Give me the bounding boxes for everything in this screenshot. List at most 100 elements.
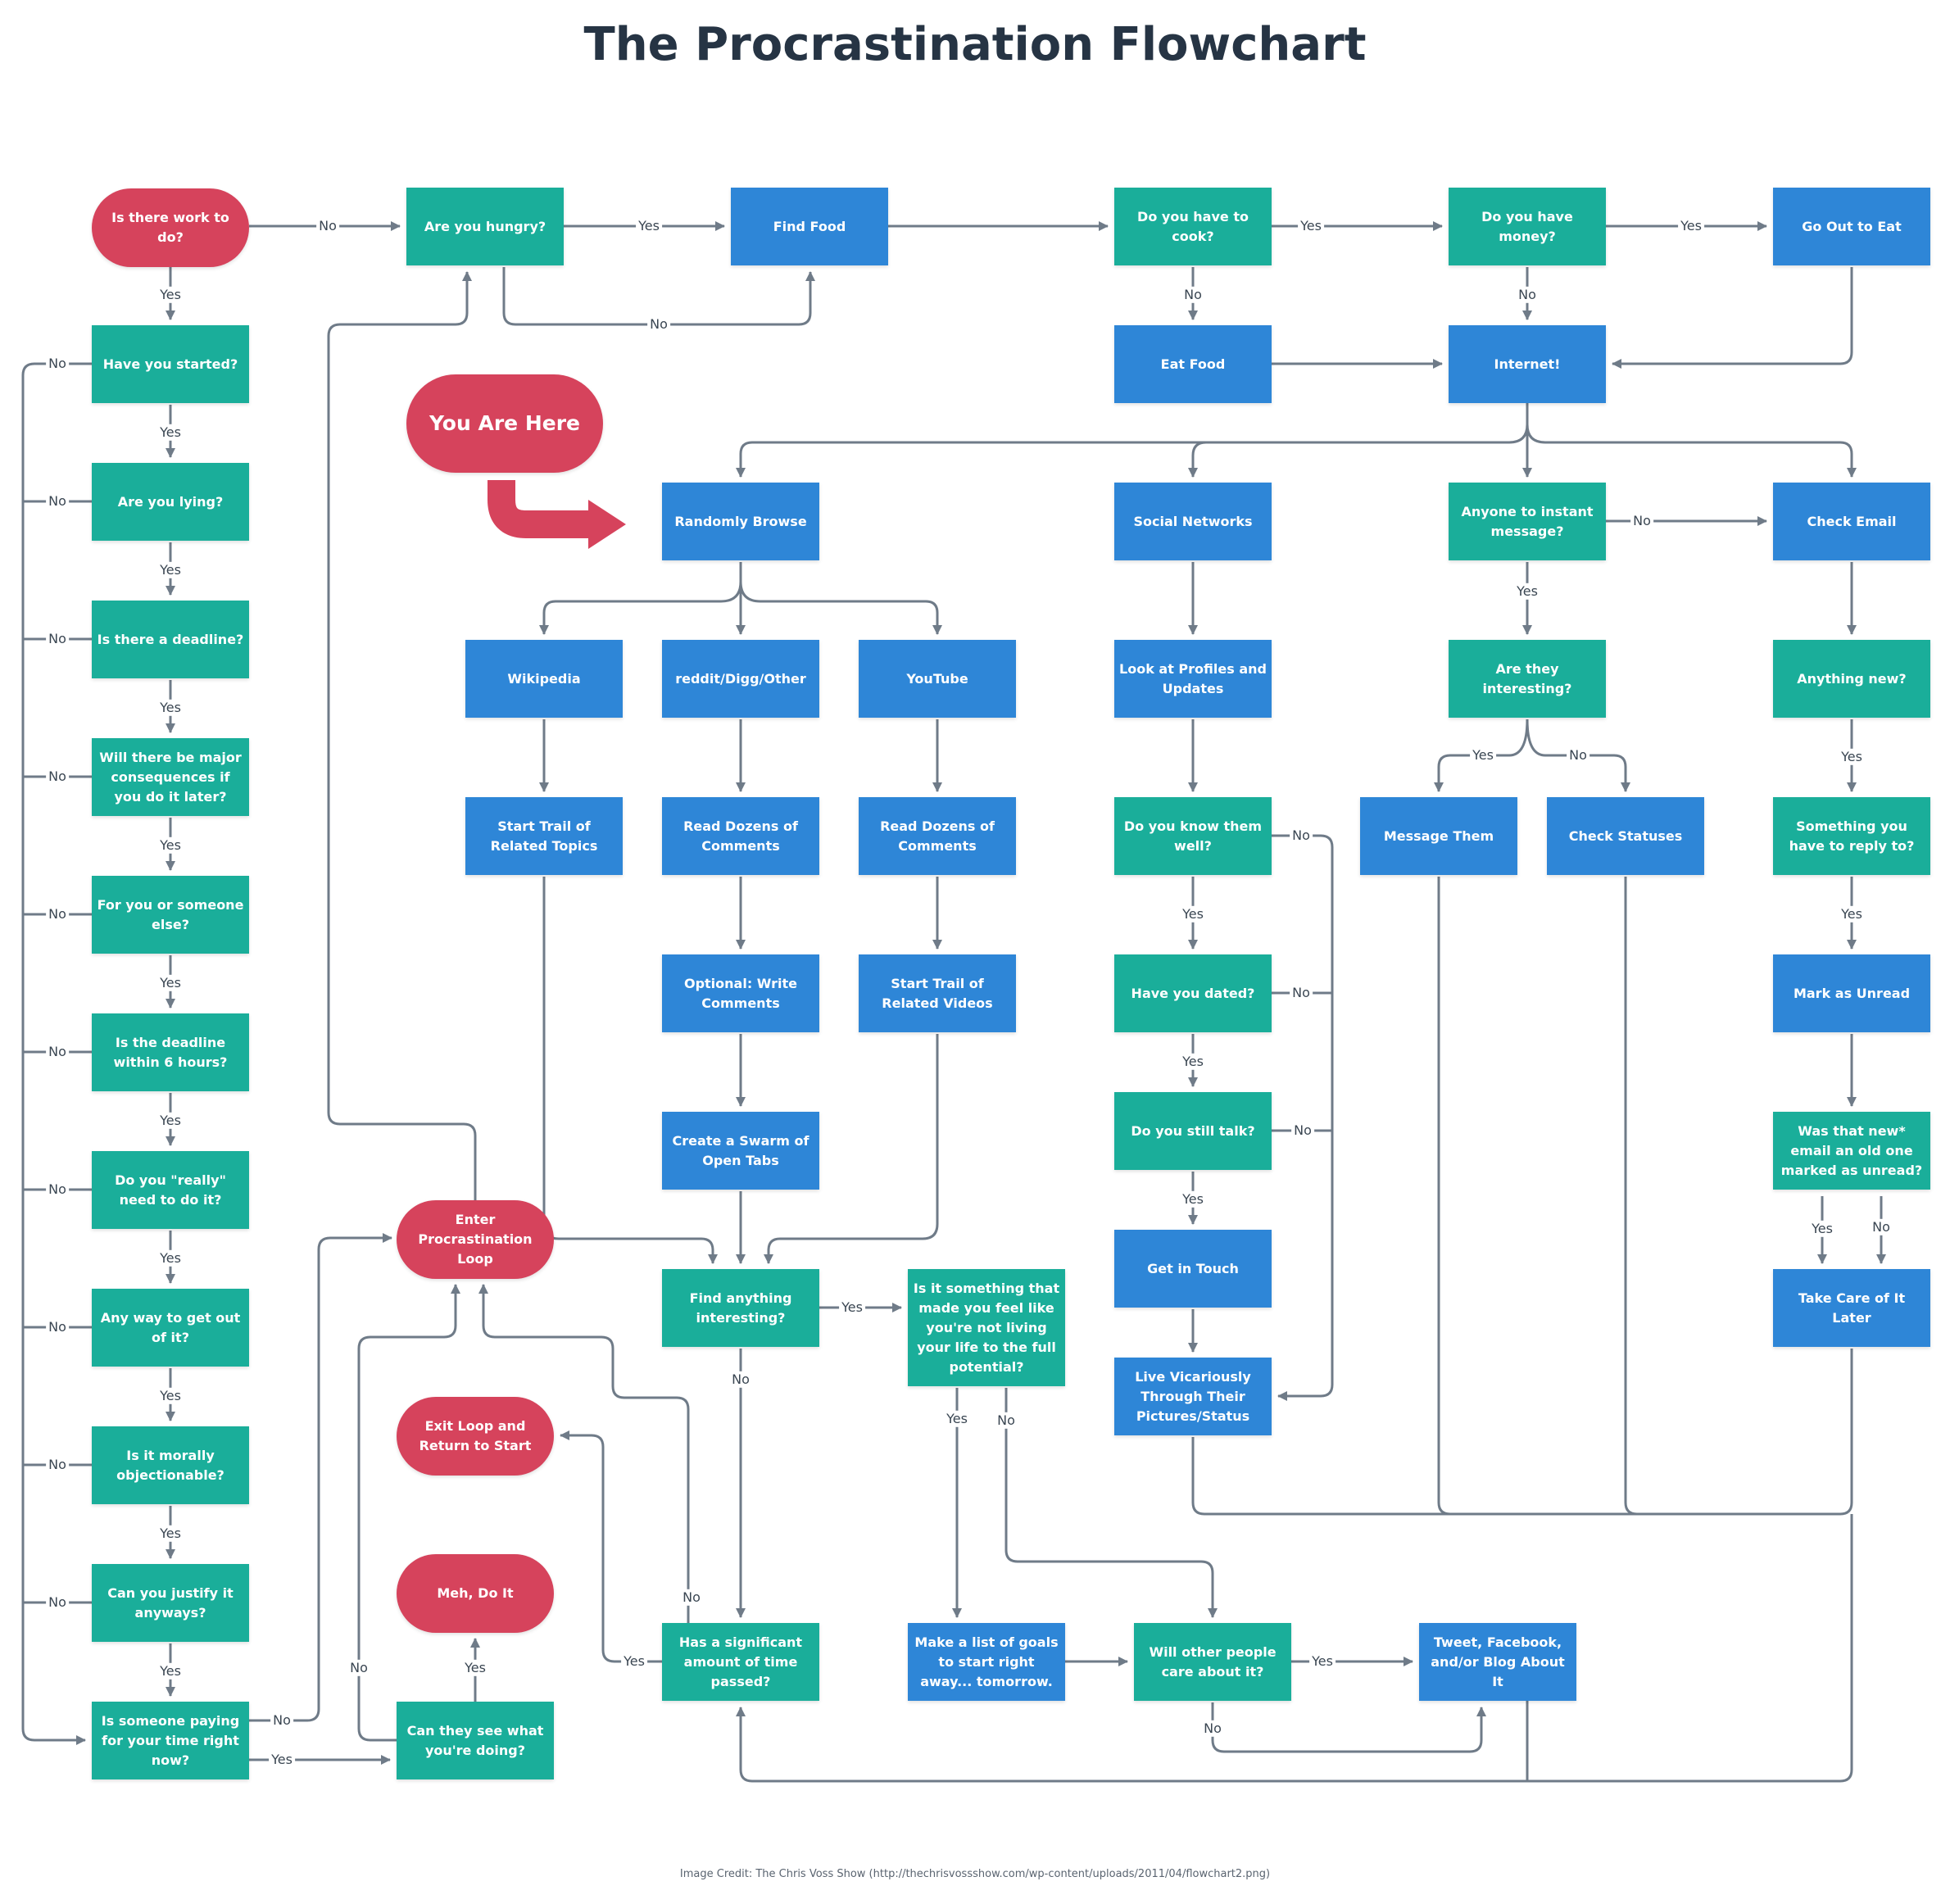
edge-label: No [729,1371,752,1389]
edge-label: Yes [157,1387,184,1405]
edge-label: No [1567,746,1589,764]
read-comments-youtube-action: Read Dozens of Comments [859,797,1016,875]
meh-do-it-terminal: Meh, Do It [397,1554,554,1633]
not-living-life-label: Is it something that made you feel like … [913,1280,1060,1375]
find-anything-interesting-label: Find anything interesting? [689,1290,792,1326]
hungry-label: Are you hungry? [424,218,546,234]
connector-line [1188,441,1207,478]
connector-line [1437,877,1451,1516]
still-talk-decision: Do you still talk? [1114,1092,1272,1170]
hungry-decision: Are you hungry? [406,188,564,265]
find-food-label: Find Food [773,218,846,234]
consequences-decision: Will there be major consequences if you … [92,738,249,816]
youtube-label: YouTube [906,670,968,687]
look-at-profiles-action: Look at Profiles and Updates [1114,640,1272,718]
connector-line [327,271,477,1200]
edge-label: No [46,492,69,510]
trail-related-topics-label: Start Trail of Related Topics [490,818,598,854]
edge-label: Yes [636,217,662,235]
edge-label: Yes [621,1652,647,1671]
other-people-care-decision: Will other people care about it? [1134,1623,1291,1701]
edge-label: Yes [1298,217,1324,235]
randomly-browse-action: Randomly Browse [662,483,819,560]
wikipedia-label: Wikipedia [507,670,581,687]
procrastination-loop-label: Enter Procrastination Loop [418,1212,533,1267]
find-anything-interesting-decision: Find anything interesting? [662,1269,819,1347]
connector-line [1434,719,1529,792]
swarm-of-tabs-action: Create a Swarm of Open Tabs [662,1112,819,1190]
reply-to-decision: Something you have to reply to? [1773,797,1930,875]
six-hours-decision: Is the deadline within 6 hours? [92,1013,249,1091]
wikipedia-action: Wikipedia [465,640,623,718]
reddit-action: reddit/Digg/Other [662,640,819,718]
someone-paying-decision: Is someone paying for your time right no… [92,1702,249,1779]
trail-related-videos-label: Start Trail of Related Videos [882,975,993,1011]
know-them-well-label: Do you know them well? [1123,818,1263,854]
edge-label: Yes [839,1299,865,1317]
find-food-action: Find Food [731,188,888,265]
have-you-dated-label: Have you dated? [1131,985,1255,1001]
connector-line [1612,267,1853,369]
image-credit: Image Credit: The Chris Voss Show (http:… [679,1868,1271,1880]
edge-label: Yes [157,424,184,442]
are-they-interesting-decision: Are they interesting? [1449,640,1606,718]
morally-objectionable-label: Is it morally objectionable? [116,1447,224,1483]
eat-food-action: Eat Food [1114,325,1272,403]
edge-label: Yes [1678,217,1704,235]
connector-line [542,877,718,1264]
edge-label: No [1870,1218,1893,1236]
connector-line [736,424,1529,478]
edge-label: No [1290,827,1313,845]
message-them-label: Message Them [1383,827,1494,844]
take-care-later-action: Take Care of It Later [1773,1269,1930,1347]
deadline-decision: Is there a deadline? [92,601,249,678]
edge-label: Yes [157,699,184,717]
know-them-well-decision: Do you know them well? [1114,797,1272,875]
edge-label: No [46,1456,69,1474]
edge-label: Yes [1470,746,1496,764]
time-passed-decision: Has a significant amount of time passed? [662,1623,819,1701]
edge-label: No [270,1711,293,1729]
cook-label: Do you have to cook? [1137,208,1249,244]
page-title: The Procrastination Flowchart [583,18,1367,71]
justify-label: Can you justify it anyways? [107,1584,234,1621]
look-at-profiles-label: Look at Profiles and Updates [1119,660,1267,696]
curved-red-arrow-icon [488,480,626,549]
edge-label: No [1516,286,1539,304]
connector-line [1624,877,1638,1516]
get-out-label: Any way to get out of it? [100,1309,241,1345]
list-of-goals-action: Make a list of goals to start right away… [908,1623,1065,1701]
get-out-decision: Any way to get out of it? [92,1289,249,1367]
edge-label: Yes [1180,1190,1206,1208]
someone-paying-label: Is someone paying for your time right no… [101,1712,240,1768]
edge-label: No [46,905,69,923]
justify-decision: Can you justify it anyways? [92,1564,249,1642]
edge-label: Yes [157,1249,184,1267]
edge-label: Yes [157,1112,184,1130]
connector-line [1272,834,1334,1401]
edge-label: Yes [1514,583,1540,601]
read-comments-reddit-action: Read Dozens of Comments [662,797,819,875]
for-you-or-someone-decision: For you or someone else? [92,876,249,954]
edge-label: No [347,1659,370,1677]
write-comments-label: Optional: Write Comments [683,975,798,1011]
time-passed-label: Has a significant amount of time passed? [678,1634,803,1689]
trail-related-videos-action: Start Trail of Related Videos [859,954,1016,1032]
edge-label: Yes [1180,1053,1206,1071]
eat-food-label: Eat Food [1160,356,1226,372]
check-statuses-label: Check Statuses [1568,827,1683,844]
connector-line [357,1284,460,1742]
was-new-email-label: Was that new* email an old one marked as… [1780,1122,1923,1178]
are-you-lying-label: Are you lying? [117,493,224,510]
connector-line [1211,1702,1486,1753]
consequences-label: Will there be major consequences if you … [99,749,242,805]
procrastination-loop-terminal: Enter Procrastination Loop [397,1200,554,1279]
edge-label: Yes [1839,905,1865,923]
mark-as-unread-action: Mark as Unread [1773,954,1930,1032]
edge-label: No [1291,1122,1314,1140]
instant-message-label: Anyone to instant message? [1461,503,1594,539]
connector-line [1526,719,1630,792]
reddit-label: reddit/Digg/Other [675,670,806,687]
check-statuses-action: Check Statuses [1547,797,1704,875]
